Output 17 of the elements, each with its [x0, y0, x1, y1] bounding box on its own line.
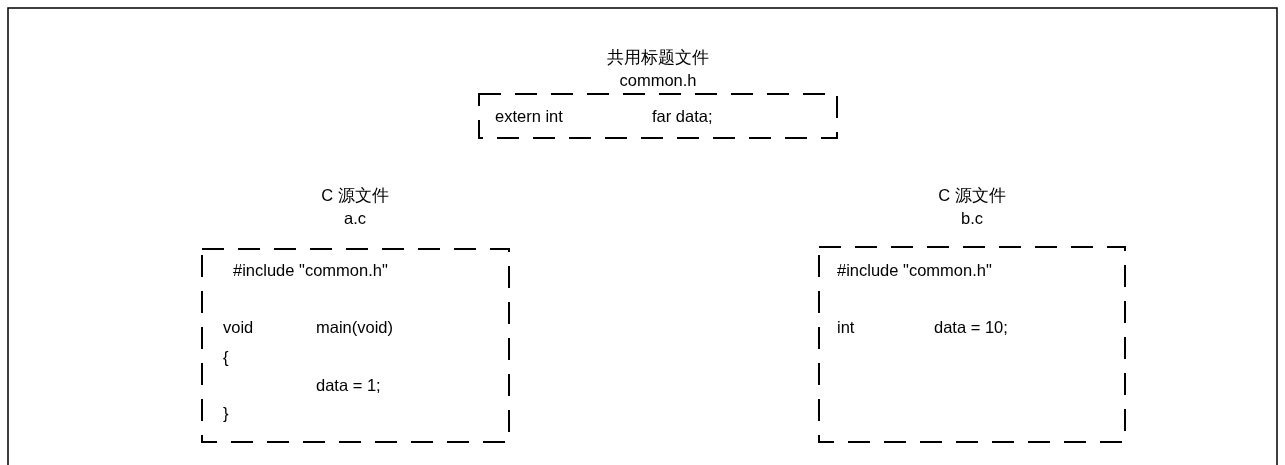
- code-text: main(void): [316, 317, 394, 337]
- code-text: #include "common.h": [837, 260, 992, 280]
- code-text: far data;: [652, 106, 713, 126]
- file-heading: 共用标题文件: [607, 47, 709, 67]
- code-text: data = 1;: [316, 375, 381, 395]
- code-text: #include "common.h": [233, 260, 388, 280]
- file-name: common.h: [619, 70, 697, 90]
- code-text: int: [837, 317, 855, 337]
- code-text: data = 10;: [934, 317, 1008, 337]
- code-text: }: [223, 403, 229, 423]
- file-heading: C 源文件: [321, 185, 389, 205]
- file-name: b.c: [961, 208, 983, 228]
- file-heading: C 源文件: [938, 185, 1006, 205]
- code-text: void: [223, 317, 254, 337]
- file-name: a.c: [344, 208, 366, 228]
- code-text: {: [223, 347, 229, 367]
- code-text: extern int: [495, 106, 563, 126]
